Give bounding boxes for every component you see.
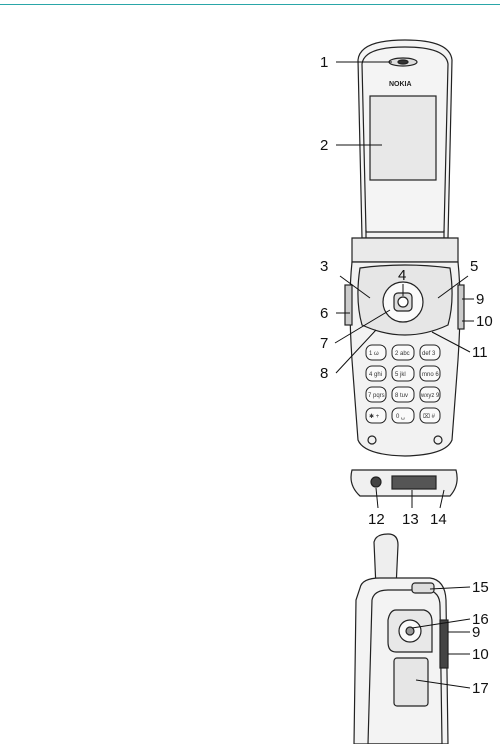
charger-port (371, 477, 381, 487)
key-label: mno 6 (422, 372, 439, 378)
main-display (370, 96, 436, 180)
phone-closed (354, 534, 448, 744)
callout-10b: 10 (472, 646, 489, 663)
key-label: ✱ + (369, 413, 380, 420)
key-label: 1 ω (369, 351, 379, 357)
callout-8: 8 (320, 365, 328, 382)
callout-11: 11 (472, 344, 488, 361)
callout-5: 5 (470, 258, 478, 275)
callout-14: 14 (430, 511, 447, 528)
callout-3: 3 (320, 258, 328, 275)
phone-bottom-edge (351, 470, 457, 496)
callout-4: 4 (398, 267, 406, 284)
side-key-left (345, 285, 352, 325)
key-label: wxyz 9 (420, 393, 440, 399)
callout-2: 2 (320, 137, 328, 154)
callout-9b: 9 (472, 624, 480, 641)
brand-logo: NOKIA (389, 81, 412, 88)
key-label: 8 tuv (395, 393, 408, 399)
callout-10: 10 (476, 313, 493, 330)
mini-display (394, 658, 428, 706)
callout-12: 12 (368, 511, 385, 528)
callout-13: 13 (402, 511, 419, 528)
callout-15: 15 (472, 579, 489, 596)
pop-port (392, 476, 436, 489)
key-label: 7 pqrs (368, 393, 385, 399)
key-label: def 3 (422, 351, 436, 357)
callout-6: 6 (320, 305, 328, 322)
callout-1: 1 (320, 54, 328, 71)
key-label: 5 jkl (395, 372, 406, 378)
volume-keys (458, 285, 464, 329)
key-label: 2 abc (395, 351, 410, 357)
key-label: 4 ghi (369, 372, 382, 378)
key-label: ⌧ # (423, 413, 436, 420)
phone-top-flip (352, 40, 458, 262)
callout-9: 9 (476, 291, 484, 308)
key-label: 0 ␣ (396, 414, 405, 420)
callout-7: 7 (320, 335, 328, 352)
earpiece-slot (412, 583, 434, 593)
volume-keys-closed (440, 620, 448, 668)
callout-17: 17 (472, 680, 489, 697)
